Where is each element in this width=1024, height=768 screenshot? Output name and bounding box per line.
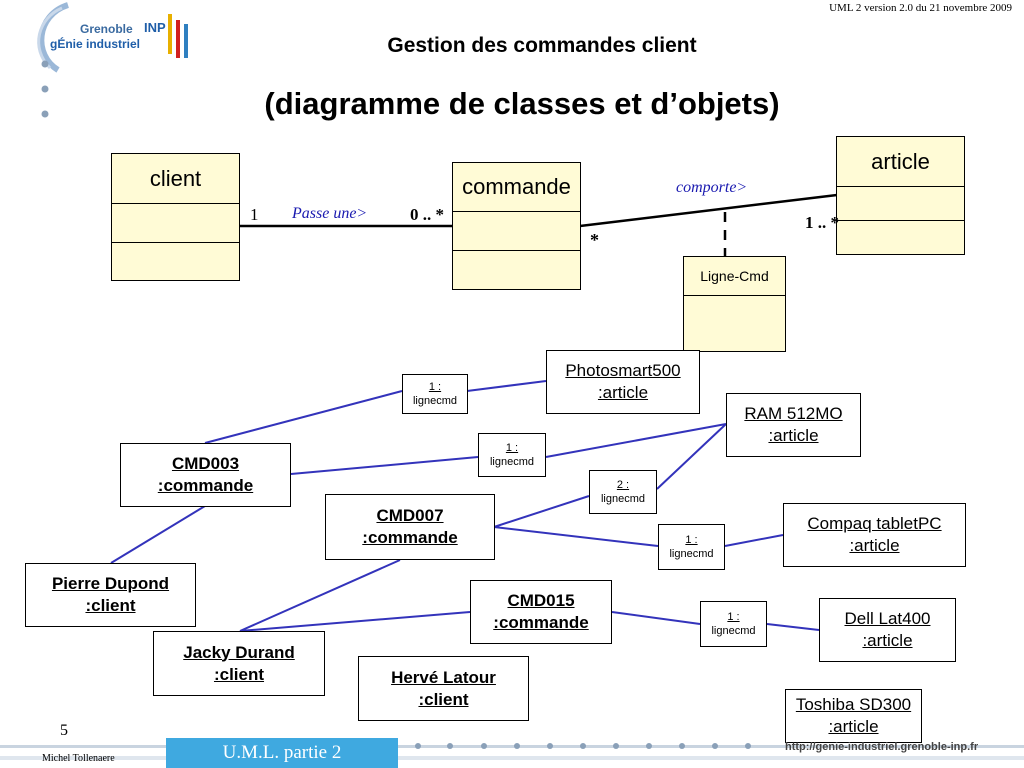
mult-article: 1 .. * [805, 213, 839, 232]
link-object-3-index: 2 : [616, 479, 630, 491]
class-client-attributes [112, 204, 239, 243]
mult-client: 1 [250, 205, 259, 224]
class-ligne-cmd-body [684, 296, 785, 351]
object-compaq: Compaq tabletPC :article [783, 503, 966, 567]
link-object-5: 1 : lignecmd [700, 601, 767, 647]
object-ram: RAM 512MO :article [726, 393, 861, 457]
link-l2-ram [545, 423, 727, 458]
class-client-operations [112, 243, 239, 281]
object-ram-type: :article [768, 426, 819, 445]
class-ligne-cmd: Ligne-Cmd [683, 256, 786, 352]
object-pierre-type: :client [85, 596, 136, 615]
class-commande-name: commande [453, 163, 580, 212]
footer-author: Michel Tollenaere [42, 753, 115, 764]
mult-commande: 0 .. * [410, 205, 444, 224]
object-cmd003-name: CMD003 [171, 454, 240, 473]
class-commande-attributes [453, 212, 580, 251]
class-client-name: client [112, 154, 239, 204]
link-cmd003-l2 [290, 456, 479, 475]
link-object-1: 1 : lignecmd [402, 374, 468, 414]
logo: Grenoble INP gÉnie industriel [28, 0, 198, 80]
object-cmd003: CMD003 :commande [120, 443, 291, 507]
assoc-label-passe-une: Passe une> [292, 205, 368, 222]
object-cmd003-type: :commande [157, 476, 254, 495]
object-cmd007-type: :commande [362, 528, 458, 547]
link-cmd003-l1 [204, 390, 403, 444]
class-article-operations [837, 221, 964, 254]
link-object-1-name: lignecmd [412, 395, 458, 407]
footer-decoration [0, 743, 1024, 760]
class-commande: commande [452, 162, 581, 290]
object-jacky: Jacky Durand :client [153, 631, 325, 696]
link-l3-ram [656, 423, 727, 490]
class-article-attributes [837, 187, 964, 221]
link-object-3: 2 : lignecmd [589, 470, 657, 514]
link-object-5-index: 1 : [727, 611, 740, 623]
assoc-label-comporte: comporte> [676, 179, 748, 196]
object-cmd015-type: :commande [493, 613, 589, 632]
class-client: client [111, 153, 240, 281]
footer-course-tab: U.M.L. partie 2 [166, 738, 398, 768]
page-title: Gestion des commandes client [387, 34, 697, 57]
object-ram-name: RAM 512MO [744, 404, 843, 423]
object-herve-type: :client [418, 689, 469, 709]
object-jacky-type: :client [213, 664, 265, 684]
link-l1-photosmart [466, 380, 547, 392]
link-object-4-name: lignecmd [669, 548, 714, 560]
assoc-commande-article [579, 193, 838, 228]
object-herve: Hervé Latour :client [358, 656, 529, 721]
footer-url[interactable]: http://genie-industriel.grenoble-inp.fr [785, 741, 979, 753]
object-pierre: Pierre Dupond :client [25, 563, 196, 627]
object-compaq-type: :article [849, 536, 900, 555]
page-number: 5 [60, 722, 68, 739]
object-cmd015-name: CMD015 [507, 591, 575, 610]
object-pierre-name: Pierre Dupond [51, 574, 170, 593]
link-object-2-index: 1 : [505, 442, 519, 454]
class-article-name: article [837, 137, 964, 187]
version-note: UML 2 version 2.0 du 21 novembre 2009 [829, 2, 1012, 14]
object-dell-type: :article [862, 631, 913, 650]
link-object-3-name: lignecmd [600, 493, 646, 505]
link-cmd007-l4 [493, 526, 659, 547]
logo-text-brand: INP [144, 20, 166, 35]
link-jacky-cmd015 [239, 611, 471, 632]
object-photosmart: Photosmart500 :article [546, 350, 700, 414]
link-l4-compaq [724, 534, 784, 547]
object-jacky-name: Jacky Durand [183, 642, 295, 662]
link-object-4: 1 : lignecmd [658, 524, 725, 570]
object-toshiba: Toshiba SD300 :article [785, 689, 922, 743]
link-cmd007-l3 [493, 495, 590, 528]
object-herve-name: Hervé Latour [391, 667, 496, 687]
logo-text-bottom: gÉnie industriel [50, 37, 141, 51]
bullet-dots-icon [41, 60, 49, 118]
class-ligne-cmd-name: Ligne-Cmd [684, 257, 785, 296]
logo-text-top: Grenoble [80, 22, 133, 36]
link-jacky-cmd007 [239, 559, 401, 632]
object-toshiba-type: :article [828, 717, 879, 736]
link-cmd015-l5 [611, 611, 701, 625]
object-compaq-name: Compaq tabletPC [807, 514, 942, 533]
link-object-4-index: 1 : [685, 534, 698, 546]
object-photosmart-name: Photosmart500 [565, 361, 681, 380]
page-subtitle: (diagramme de classes et d’objets) [264, 86, 780, 121]
link-object-5-name: lignecmd [711, 625, 756, 637]
object-photosmart-type: :article [597, 383, 649, 402]
link-pierre-cmd003 [110, 505, 206, 564]
class-commande-operations [453, 251, 580, 289]
object-dell-name: Dell Lat400 [844, 609, 931, 628]
object-cmd007: CMD007 :commande [325, 494, 495, 560]
mult-cmd-star: * [590, 230, 599, 250]
link-object-1-index: 1 : [428, 381, 442, 393]
object-toshiba-name: Toshiba SD300 [795, 695, 912, 714]
object-dell: Dell Lat400 :article [819, 598, 956, 662]
object-cmd015: CMD015 :commande [470, 580, 612, 644]
object-cmd007-name: CMD007 [376, 506, 444, 525]
link-l5-dell [766, 623, 820, 631]
class-article: article [836, 136, 965, 255]
link-object-2-name: lignecmd [489, 456, 535, 468]
link-object-2: 1 : lignecmd [478, 433, 546, 477]
